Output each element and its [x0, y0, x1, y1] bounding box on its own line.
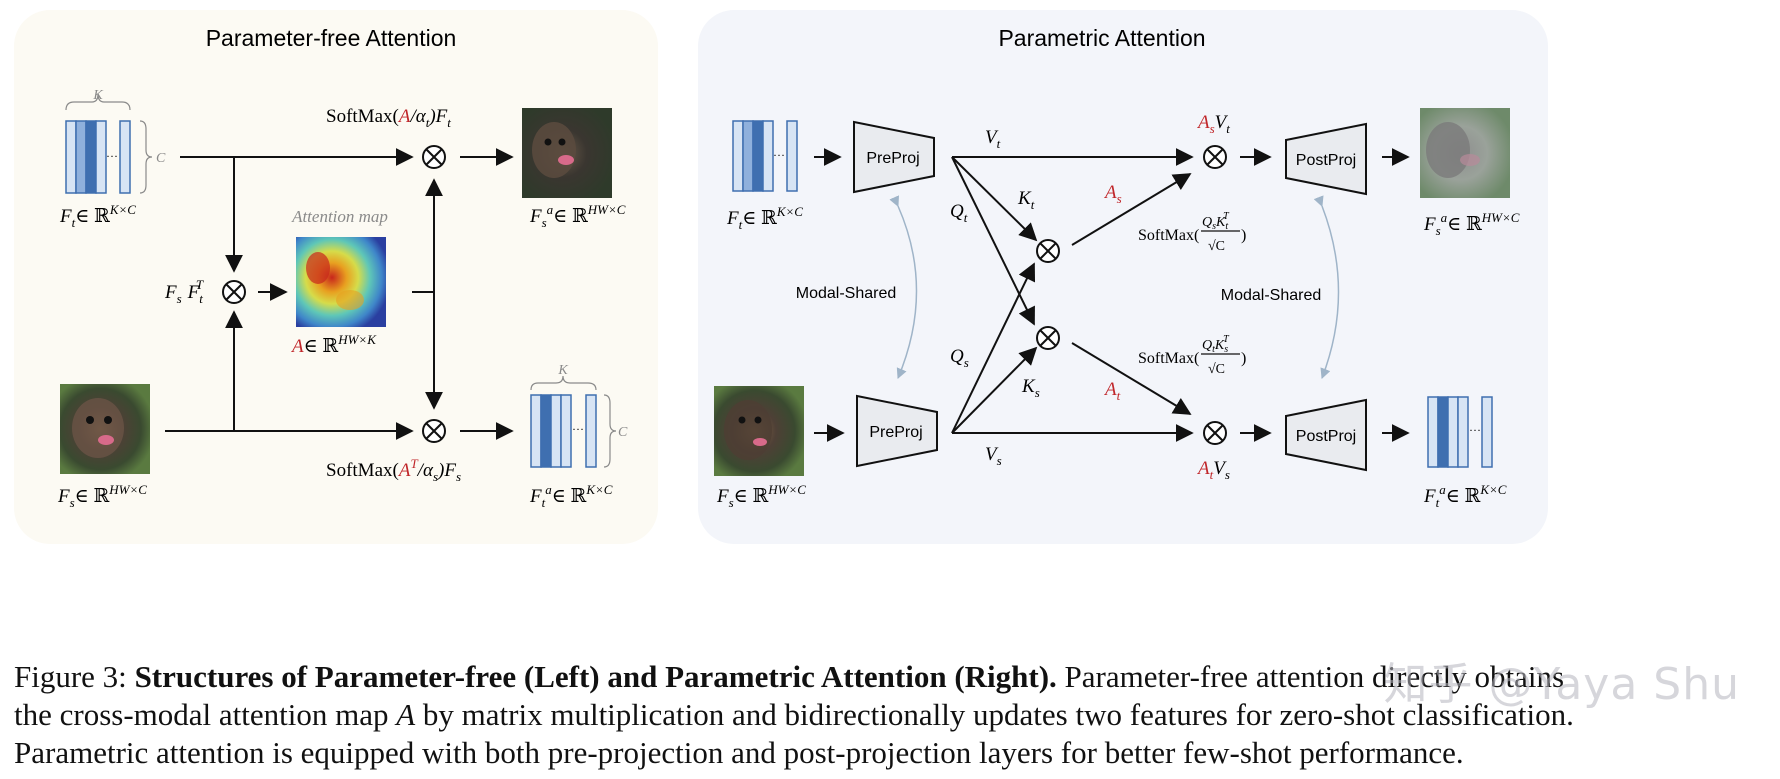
- qs-label: Qs: [950, 346, 969, 370]
- svg-text:PreProj: PreProj: [869, 424, 922, 441]
- caption-bold-title: Structures of Parameter-free (Left) and …: [134, 659, 1057, 694]
- preproj-bottom: PreProj: [856, 394, 938, 468]
- left-ft-label: Ft∈ ℝK×C: [59, 202, 136, 230]
- right-fs-dog-image: [714, 386, 804, 476]
- left-otimes-top: [422, 145, 446, 169]
- fsa-output-image: [522, 108, 612, 198]
- postproj-top: PostProj: [1285, 122, 1367, 196]
- modal-shared-label-left: Modal-Shared: [796, 285, 897, 302]
- caption-prefix: Figure 3:: [14, 659, 135, 694]
- ft-c-label: C: [156, 151, 166, 166]
- svg-text:QtKsT: QtKsT: [1202, 334, 1230, 355]
- fs-dog-image: [60, 384, 150, 474]
- preproj-top: PreProj: [853, 120, 935, 194]
- kt-label: Kt: [1017, 188, 1035, 212]
- left-softmax-bottom: SoftMax(AT/αs)Fs: [326, 456, 461, 484]
- right-ft-label: Ft∈ ℝK×C: [726, 204, 803, 232]
- figure-caption: Figure 3: Structures of Parameter-free (…: [14, 658, 1766, 772]
- fta-c-label: C: [618, 425, 628, 440]
- left-otimes-bottom: [422, 419, 446, 443]
- modal-shared-arrow-left: [889, 195, 918, 379]
- ft-feature-block: ··· K C: [65, 88, 166, 194]
- svg-text:PostProj: PostProj: [1296, 152, 1356, 169]
- left-arrows: [165, 148, 514, 440]
- right-fta-output-block: ···: [1427, 396, 1493, 468]
- qt-label: Qt: [950, 201, 968, 225]
- right-ft-feature-block: ···: [732, 120, 798, 192]
- fta-k-label: K: [557, 363, 568, 378]
- right-title: Parametric Attention: [998, 25, 1205, 51]
- left-fs-label: Fs∈ ℝHW×C: [57, 482, 147, 510]
- left-title: Parameter-free Attention: [206, 25, 457, 51]
- attention-map-a-label: A∈ ℝHW×K: [290, 332, 377, 357]
- right-otimes-top: [1203, 145, 1227, 169]
- as-label: As: [1103, 182, 1122, 206]
- caption-line-3: Parametric attention is equipped with bo…: [14, 735, 1464, 770]
- svg-text:√C: √C: [1208, 239, 1225, 254]
- svg-text:SoftMax(: SoftMax(: [1138, 227, 1199, 244]
- ft-dots: ···: [106, 149, 118, 163]
- right-fsa-label: Fsa∈ ℝHW×C: [1423, 210, 1520, 238]
- left-fsa-label: Fsa∈ ℝHW×C: [529, 202, 626, 230]
- vs-label: Vs: [985, 444, 1002, 468]
- svg-text:PreProj: PreProj: [866, 150, 919, 167]
- modal-shared-label-right: Modal-Shared: [1221, 287, 1322, 304]
- right-arrows: [814, 148, 1410, 442]
- modal-shared-arrow-right: [1313, 195, 1340, 379]
- svg-text:SoftMax(: SoftMax(: [1138, 350, 1199, 367]
- attention-map-image: [296, 237, 386, 327]
- right-fta-label: Fta∈ ℝK×C: [1423, 482, 1507, 510]
- right-fta-dots: ···: [1469, 423, 1481, 437]
- right-panel: [698, 10, 1548, 544]
- svg-text:QsKtT: QsKtT: [1202, 211, 1230, 232]
- postproj-bottom: PostProj: [1285, 398, 1367, 472]
- vt-label: Vt: [985, 127, 1001, 151]
- caption-line-2: the cross-modal attention map A by matri…: [14, 696, 1766, 734]
- left-fta-label: Fta∈ ℝK×C: [529, 482, 613, 510]
- right-otimes-upper-mid: [1036, 239, 1060, 263]
- softmax-fraction-bottom: SoftMax( QtKsT √C ): [1138, 334, 1246, 377]
- caption-a-symbol: A: [396, 697, 416, 732]
- asvt-label: AsVt: [1196, 112, 1230, 136]
- fta-dots: ···: [572, 422, 584, 436]
- caption-line2-rest: by matrix multiplication and bidirection…: [415, 697, 1574, 732]
- attention-map-caption: Attention map: [291, 207, 388, 226]
- svg-text:√C: √C: [1208, 362, 1225, 377]
- right-fs-label: Fs∈ ℝHW×C: [716, 482, 806, 510]
- svg-text:): ): [1241, 227, 1246, 244]
- atvs-label: AtVs: [1196, 458, 1230, 482]
- right-ft-dots: ···: [773, 148, 785, 162]
- caption-line2-pre: the cross-modal attention map: [14, 697, 397, 732]
- softmax-fraction-top: SoftMax( QsKtT √C ): [1138, 211, 1246, 254]
- left-softmax-top: SoftMax(A/αt)Ft: [326, 106, 451, 130]
- fta-output-block: ··· K C: [530, 363, 628, 468]
- ft-k-label: K: [92, 88, 103, 103]
- ks-label: Ks: [1021, 376, 1040, 400]
- svg-text:PostProj: PostProj: [1296, 428, 1356, 445]
- right-otimes-bottom: [1203, 421, 1227, 445]
- caption-line-1: Figure 3: Structures of Parameter-free (…: [14, 658, 1766, 696]
- watermark: 知乎 @Yaya Shu: [1383, 659, 1740, 710]
- left-otimes-mid: [222, 280, 246, 304]
- right-otimes-lower-mid: [1036, 326, 1060, 350]
- caption-line1-rest: Parameter-free attention directly obtain…: [1056, 659, 1565, 694]
- diagram-canvas: Parameter-free Attention ··· K C Ft∈ ℝK×…: [14, 10, 1548, 544]
- svg-text:): ): [1241, 350, 1246, 367]
- at-label: At: [1103, 379, 1121, 403]
- right-fsa-output-image: [1420, 108, 1510, 198]
